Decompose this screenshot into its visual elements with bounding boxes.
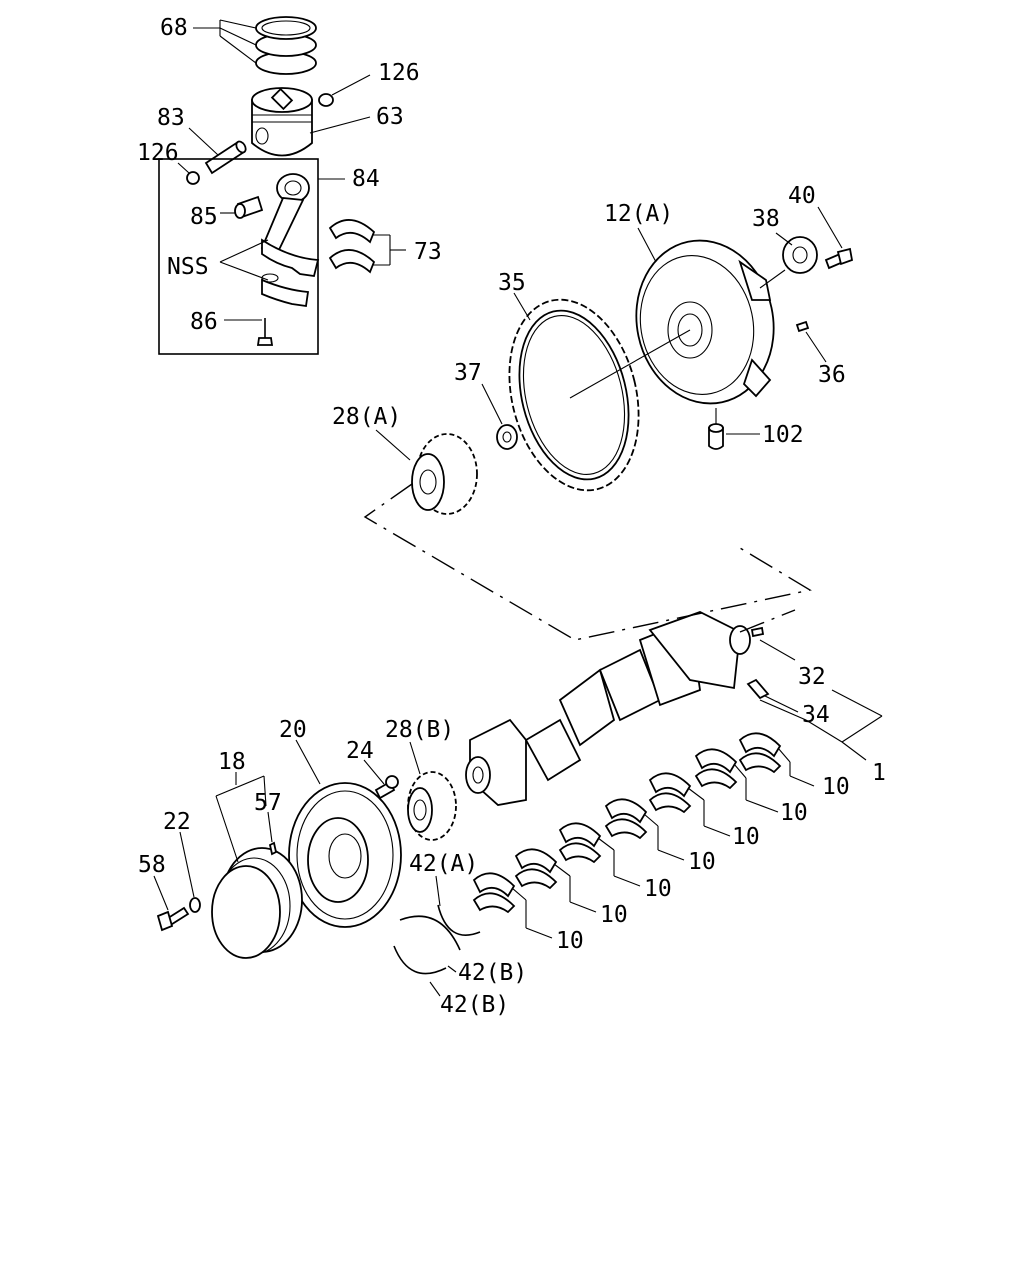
crank-axis-line bbox=[739, 609, 796, 633]
label-1: 1 bbox=[872, 760, 886, 786]
label-12a: 12(A) bbox=[604, 201, 673, 227]
flywheel-bolt bbox=[824, 247, 854, 270]
label-10: 10 bbox=[556, 928, 584, 954]
label-36: 36 bbox=[818, 362, 846, 388]
piston-pin bbox=[204, 140, 247, 175]
pilot-bearing-102 bbox=[708, 423, 724, 450]
circlip-lower bbox=[186, 171, 200, 185]
piston bbox=[251, 87, 313, 157]
small-end-bushing bbox=[234, 195, 264, 219]
main-bearings bbox=[472, 732, 782, 914]
leader-lines bbox=[153, 19, 883, 997]
label-nss: NSS bbox=[167, 254, 209, 280]
label-57: 57 bbox=[254, 790, 282, 816]
washer-22 bbox=[189, 897, 201, 913]
bolt-58 bbox=[156, 906, 190, 932]
ball-bearing-37 bbox=[496, 424, 518, 450]
crank-pulley-20 bbox=[288, 782, 402, 928]
label-126: 126 bbox=[378, 60, 420, 86]
damper-pulley-18 bbox=[211, 847, 303, 959]
label-24: 24 bbox=[346, 738, 374, 764]
label-32: 32 bbox=[798, 664, 826, 690]
label-63: 63 bbox=[376, 104, 404, 130]
label-102: 102 bbox=[762, 422, 804, 448]
label-85: 85 bbox=[190, 204, 218, 230]
label-10: 10 bbox=[688, 849, 716, 875]
crankshaft bbox=[465, 611, 751, 806]
label-84: 84 bbox=[352, 166, 380, 192]
bolt-24 bbox=[374, 775, 399, 800]
rod-cap bbox=[261, 273, 310, 308]
dowel-pin-36 bbox=[795, 320, 810, 333]
rod-bearings bbox=[328, 219, 376, 274]
label-37: 37 bbox=[454, 360, 482, 386]
connecting-rod-box bbox=[158, 158, 319, 355]
ring-gear bbox=[508, 298, 640, 492]
label-20: 20 bbox=[279, 717, 307, 743]
label-10: 10 bbox=[600, 902, 628, 928]
label-40: 40 bbox=[788, 183, 816, 209]
main-bearing bbox=[472, 872, 516, 914]
thrust-washer-a bbox=[437, 904, 481, 936]
label-10: 10 bbox=[732, 824, 760, 850]
label-86: 86 bbox=[190, 309, 218, 335]
thrust-washer-b2 bbox=[393, 945, 447, 975]
main-bearing bbox=[738, 732, 782, 774]
label-28b: 28(B) bbox=[385, 717, 454, 743]
crank-gear-a bbox=[411, 433, 478, 515]
flywheel-plate bbox=[782, 236, 818, 274]
label-73: 73 bbox=[414, 239, 442, 265]
label-42b: 42(B) bbox=[440, 992, 509, 1018]
label-38: 38 bbox=[752, 206, 780, 232]
piston-rings bbox=[255, 16, 317, 75]
label-10: 10 bbox=[822, 774, 850, 800]
circlip-upper bbox=[318, 93, 334, 107]
label-18: 18 bbox=[218, 749, 246, 775]
label-83: 83 bbox=[157, 105, 185, 131]
label-42b: 42(B) bbox=[458, 960, 527, 986]
part-labels: 68 126 83 63 126 84 85 NSS 86 73 12(A) 4… bbox=[137, 15, 886, 1018]
crank-gear-b bbox=[407, 771, 457, 841]
crank-pin-32 bbox=[750, 626, 765, 638]
main-bearing bbox=[648, 772, 692, 814]
label-68: 68 bbox=[160, 15, 188, 41]
rod-bolt bbox=[256, 318, 274, 346]
label-42a: 42(A) bbox=[409, 851, 478, 877]
label-34: 34 bbox=[802, 702, 830, 728]
connecting-rod bbox=[260, 173, 320, 278]
label-10: 10 bbox=[644, 876, 672, 902]
label-126: 126 bbox=[137, 140, 179, 166]
label-35: 35 bbox=[498, 270, 526, 296]
main-bearing bbox=[558, 822, 602, 864]
main-bearing bbox=[514, 848, 558, 890]
main-bearing bbox=[604, 798, 648, 840]
label-28a: 28(A) bbox=[332, 404, 401, 430]
flywheel bbox=[635, 239, 775, 405]
label-58: 58 bbox=[138, 852, 166, 878]
label-22: 22 bbox=[163, 809, 191, 835]
thrust-washer-b1 bbox=[399, 915, 461, 951]
dowel-34 bbox=[746, 678, 770, 700]
label-10: 10 bbox=[780, 800, 808, 826]
key-57 bbox=[268, 841, 278, 856]
main-bearing bbox=[694, 748, 738, 790]
